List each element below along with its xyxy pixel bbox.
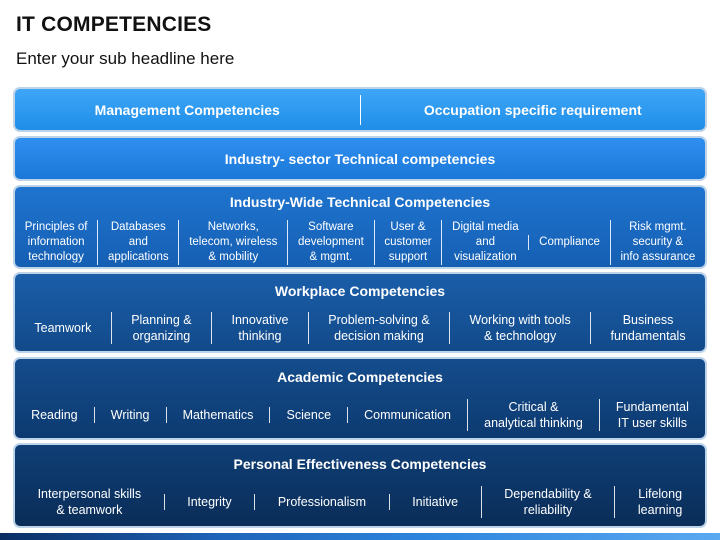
tier-item: Writing xyxy=(93,407,166,423)
tier-item: Initiative xyxy=(388,494,481,510)
tier-items: Interpersonal skills& teamwork Integrity… xyxy=(15,482,705,522)
occupation-requirement-label: Occupation specific requirement xyxy=(423,101,642,118)
tier-item: Dependability &reliability xyxy=(480,486,615,518)
tier-item: Interpersonal skills& teamwork xyxy=(37,487,142,517)
page-title: IT COMPETENCIES xyxy=(16,13,212,36)
tier-item: Compliance xyxy=(528,234,609,250)
tier-academic: Academic Competencies Reading Writing Ma… xyxy=(13,357,707,440)
tier-title: Industry- sector Technical competencies xyxy=(224,151,496,167)
tier-item: Problem-solving &decision making xyxy=(307,312,449,344)
tier-workplace: Workplace Competencies Teamwork Planning… xyxy=(13,272,707,353)
tier-item: Integrity xyxy=(163,494,255,510)
tier-title: Academic Competencies xyxy=(277,369,443,385)
tier-item: Risk mgmt.security &info assurance xyxy=(609,219,705,265)
tier-items: Teamwork Planning &organizing Innovative… xyxy=(15,308,705,348)
tier-item: Science xyxy=(269,407,347,423)
bottom-accent-bar xyxy=(0,533,720,540)
tier-personal-effectiveness: Personal Effectiveness Competencies Inte… xyxy=(13,443,707,528)
tier-item: Planning &organizing xyxy=(110,312,211,344)
tier-item: Communication xyxy=(347,407,467,423)
tier-industry-wide: Industry-Wide Technical Competencies Pri… xyxy=(13,185,707,269)
tier-item: Mathematics xyxy=(165,407,270,423)
tier-item: Critical &analytical thinking xyxy=(467,399,599,431)
tier-title: Industry-Wide Technical Competencies xyxy=(229,194,491,210)
page-subtitle: Enter your sub headline here xyxy=(16,49,235,68)
tier1-divider xyxy=(359,94,361,125)
tier-title: Personal Effectiveness Competencies xyxy=(233,456,487,472)
tier-item: Teamwork xyxy=(34,321,92,335)
tier-item: Professionalism xyxy=(254,494,388,510)
tier-item: Reading xyxy=(31,408,78,422)
tier-items: Reading Writing Mathematics Science Comm… xyxy=(15,395,705,435)
tier-item: Networks,telecom, wireless& mobility xyxy=(178,219,287,265)
tier-title: Workplace Competencies xyxy=(274,283,446,299)
tier-management-occupation: Management Competencies Occupation speci… xyxy=(13,87,707,132)
management-competencies-label: Management Competencies xyxy=(94,101,280,118)
tier-industry-sector: Industry- sector Technical competencies xyxy=(13,136,707,181)
tier-item: Working with tools& technology xyxy=(449,312,590,344)
